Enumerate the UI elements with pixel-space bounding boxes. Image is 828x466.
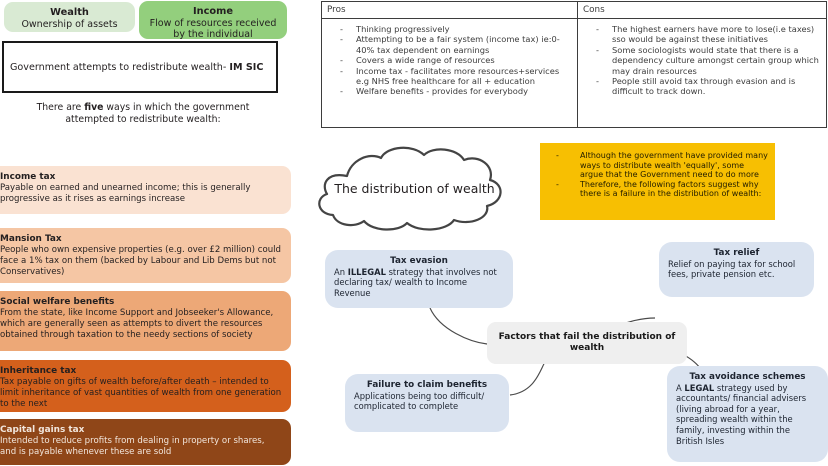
list-item: - Covers a wide range of resources [326, 55, 571, 65]
cons-body: - The highest earners have more to lose(i… [578, 19, 826, 101]
node-body-pre: Applications being too difficult/ compli… [354, 390, 485, 412]
bullet-dash: - [340, 34, 343, 45]
pros-column: Pros - Thinking progressively - Attempting… [322, 2, 577, 127]
node-body: An ILLEGAL strategy that involves not de… [334, 267, 497, 298]
method-body: From the state, like Income Support and … [0, 308, 274, 340]
method-card-social-welfare: Social welfare benefits From the state, … [0, 291, 291, 351]
cons-header: Cons [578, 2, 826, 19]
list-item: - Some sociologists would state that ther… [582, 45, 820, 76]
wealth-definition-card: Wealth Ownership of assets [4, 2, 135, 32]
bullet-dash: - [556, 179, 559, 189]
wealth-title: Wealth [50, 7, 89, 18]
list-item: - Thinking progressively [326, 24, 571, 34]
node-body-post: strategy that involves not declaring tax… [334, 266, 497, 298]
node-title: Tax relief [713, 248, 760, 258]
yellow-note-body: - Although the government have provided m… [540, 143, 775, 205]
pros-cons-table: Pros - Thinking progressively - Attempting… [321, 1, 827, 128]
pros-body: - Thinking progressively - Attempting to b… [322, 19, 577, 101]
five-ways-post: ways in which the government attempted t… [65, 102, 250, 125]
list-item: - Although the government have provided m… [546, 151, 769, 180]
node-body-post: strategy used by accountants/ financial … [676, 382, 807, 446]
pros-header: Pros [322, 2, 577, 19]
method-title: Inheritance tax [0, 366, 77, 376]
node-body: A LEGAL strategy used by accountants/ fi… [676, 383, 806, 446]
node-body: Applications being too difficult/ compli… [354, 391, 484, 412]
cloud-shape-icon [318, 146, 502, 231]
method-card-inheritance-tax: Inheritance tax Tax payable on gifts of … [0, 360, 291, 412]
bullet-dash: - [556, 151, 559, 160]
bullet-dash: - [340, 65, 343, 76]
list-item: - Therefore, the following factors sugges… [546, 180, 769, 199]
list-item: - People still avoid tax through evasion … [582, 76, 820, 97]
mindmap-center-node: Factors that fail the distribution of we… [487, 322, 687, 364]
method-title: Income tax [0, 172, 56, 182]
wealth-desc: Ownership of assets [21, 18, 118, 30]
node-body-pre: An [334, 266, 348, 277]
method-card-mansion-tax: Mansion Tax People who own expensive pro… [0, 228, 291, 283]
cons-item-text: The highest earners have more to lose(i.… [612, 24, 815, 45]
method-title: Social welfare benefits [0, 297, 115, 307]
five-ways-note: There are five ways in which the governm… [18, 102, 268, 125]
pros-item-text: Welfare benefits - provides for everybod… [356, 86, 529, 97]
method-body: Payable on earned and unearned income; t… [0, 183, 251, 204]
mindmap-node-tax-relief: Tax relief Relief on paying tax for scho… [659, 242, 814, 297]
im-sic-text: Government attempts to redistribute weal… [10, 62, 263, 73]
node-body-emphasis: ILLEGAL [347, 266, 386, 277]
cons-column: Cons - The highest earners have more to l… [577, 2, 826, 127]
yellow-note-text: Although the government have provided ma… [580, 151, 768, 180]
node-body-pre: Relief on paying tax for school fees, pr… [668, 258, 796, 280]
bullet-dash: - [596, 44, 599, 55]
method-body: People who own expensive properties (e.g… [0, 245, 282, 277]
cloud-distribution-of-wealth: The distribution of wealth [307, 142, 522, 235]
income-definition-card: Income Flow of resources received by the… [139, 1, 287, 41]
pros-item-text: Covers a wide range of resources [356, 55, 495, 66]
method-title: Mansion Tax [0, 234, 62, 244]
node-body: Relief on paying tax for school fees, pr… [668, 259, 795, 280]
yellow-note-text: Therefore, the following factors suggest… [580, 179, 762, 199]
list-item: - The highest earners have more to lose(i… [582, 24, 820, 45]
method-card-capital-gains-tax: Capital gains tax Intended to reduce pro… [0, 419, 291, 465]
im-sic-acronym: IM SIC [229, 61, 264, 73]
mindmap-node-tax-evasion: Tax evasion An ILLEGAL strategy that inv… [325, 250, 513, 308]
method-card-income-tax: Income tax Payable on earned and unearne… [0, 166, 291, 214]
pros-item-text: Income tax - facilitates more resources+… [356, 65, 560, 87]
im-sic-label: Government attempts to redistribute weal… [10, 61, 230, 73]
mindmap-center-label: Factors that fail the distribution of we… [498, 331, 676, 354]
list-item: - Attempting to be a fair system (income … [326, 34, 571, 55]
node-body-pre: A [676, 382, 685, 393]
node-body-emphasis: LEGAL [684, 382, 715, 393]
income-title: Income [192, 6, 233, 17]
im-sic-box: Government attempts to redistribute weal… [2, 41, 278, 93]
bullet-dash: - [596, 24, 599, 34]
node-title: Tax evasion [390, 256, 448, 266]
bullet-dash: - [340, 55, 343, 66]
mindmap-node-tax-avoidance-schemes: Tax avoidance schemes A LEGAL strategy u… [667, 366, 828, 462]
pros-item-text: Thinking progressively [356, 24, 450, 34]
yellow-summary-note: - Although the government have provided m… [540, 143, 775, 220]
bullet-dash: - [596, 76, 599, 87]
income-desc: Flow of resources received by the indivi… [149, 17, 277, 41]
node-title: Tax avoidance schemes [689, 372, 806, 382]
method-body: Tax payable on gifts of wealth before/af… [0, 377, 282, 409]
method-title: Capital gains tax [0, 425, 85, 435]
bullet-dash: - [340, 24, 343, 34]
bullet-dash: - [340, 86, 343, 97]
cons-item-text: People still avoid tax through evasion a… [612, 76, 796, 97]
cons-item-text: Some sociologists would state that there… [612, 44, 819, 76]
pros-item-text: Attempting to be a fair system (income t… [356, 34, 560, 55]
list-item: - Income tax - facilitates more resources… [326, 66, 571, 87]
method-body: Intended to reduce profits from dealing … [0, 436, 265, 457]
five-ways-pre: There are [36, 102, 85, 113]
node-title: Failure to claim benefits [366, 380, 488, 390]
mindmap-node-failure-to-claim-benefits: Failure to claim benefits Applications b… [345, 374, 509, 432]
five-ways-count: five [84, 102, 104, 113]
list-item: - Welfare benefits - provides for everybo… [326, 86, 571, 96]
